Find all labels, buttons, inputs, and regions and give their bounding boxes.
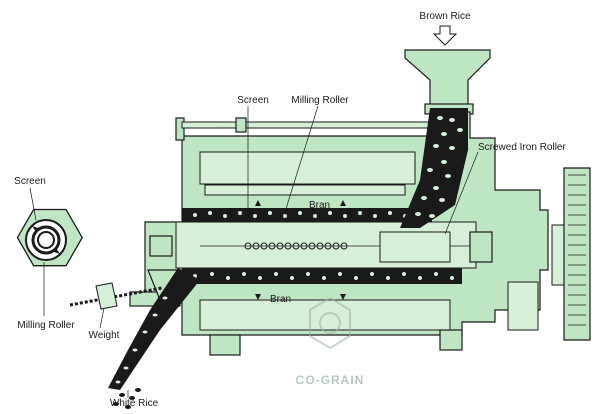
label-screwed-iron-roller: Screwed Iron Roller — [478, 142, 566, 153]
label-screen-side: Screen — [14, 176, 46, 187]
label-brown-rice: Brown Rice — [419, 11, 471, 22]
grain-column — [400, 108, 468, 228]
outlet-chute — [108, 268, 200, 409]
leader-lines — [29, 105, 479, 398]
label-milling-roller-top: Milling Roller — [291, 95, 349, 106]
brown-rice-arrow-icon — [432, 25, 458, 46]
hopper — [404, 49, 491, 115]
milling-chamber — [149, 208, 493, 284]
watermark-logo — [309, 296, 351, 350]
label-bran-bottom: Bran — [270, 294, 291, 305]
label-weight: Weight — [89, 330, 120, 341]
watermark-text: CO-GRAIN — [296, 373, 365, 387]
flow-arrows — [255, 200, 346, 300]
label-bran-top: Bran — [309, 200, 330, 211]
cross-section — [16, 208, 83, 267]
label-screen-top: Screen — [237, 95, 269, 106]
label-white-rice: White Rice — [110, 398, 159, 409]
weight-lever — [69, 282, 163, 310]
label-milling-roller-side: Milling Roller — [17, 320, 75, 331]
